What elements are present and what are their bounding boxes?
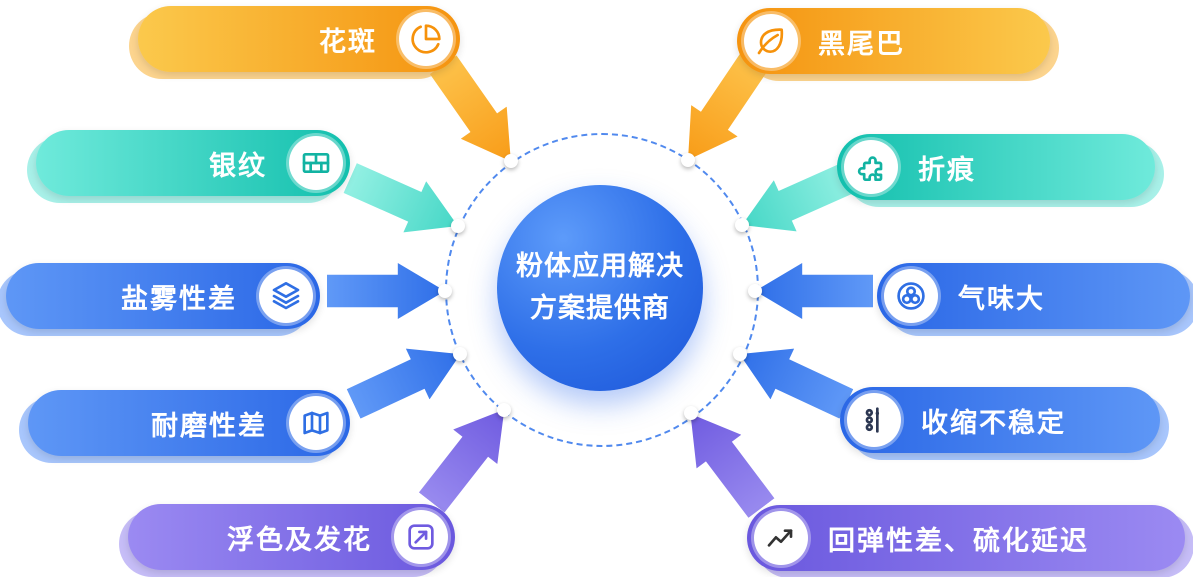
node-mottling: 花斑: [138, 6, 460, 72]
node-label: 耐磨性差: [151, 410, 267, 441]
connector-dot: [438, 284, 452, 298]
connector-dot: [497, 403, 511, 417]
trend-arrow-icon: [394, 510, 448, 564]
node-black-tail: 黑尾巴: [737, 8, 1050, 74]
layers-icon: [259, 269, 313, 323]
connector-dot: [684, 406, 698, 420]
connector-dot: [748, 284, 762, 298]
center-node: 粉体应用解决 方案提供商: [497, 185, 703, 391]
connector-dot: [451, 219, 465, 233]
node-label: 气味大: [958, 283, 1045, 314]
node-label: 花斑: [319, 26, 377, 57]
connector-dot: [504, 154, 518, 168]
connector-dot: [681, 153, 695, 167]
node-crease: 折痕: [837, 134, 1155, 200]
node-label: 黑尾巴: [818, 28, 905, 59]
dots-line-icon: [847, 393, 901, 447]
node-label: 折痕: [918, 154, 976, 185]
node-color-float: 浮色及发花: [128, 504, 455, 570]
connector-dot: [733, 347, 747, 361]
arrow-odor: [755, 263, 873, 319]
center-title-line2: 方案提供商: [530, 293, 670, 323]
node-shrinkage: 收缩不稳定: [840, 387, 1160, 453]
node-label: 银纹: [209, 150, 267, 181]
node-label: 收缩不稳定: [921, 407, 1066, 438]
arrow-silver-streak: [339, 152, 470, 251]
brick-wall-icon: [289, 136, 343, 190]
node-label: 盐雾性差: [121, 283, 237, 314]
connector-dot: [735, 218, 749, 232]
node-rebound: 回弹性差、硫化延迟: [747, 505, 1185, 571]
node-wear-resistance: 耐磨性差: [28, 390, 350, 456]
center-title-line1: 粉体应用解决: [516, 251, 684, 282]
puzzle-icon: [844, 140, 898, 194]
leaf-icon: [744, 14, 798, 68]
pie-chart-icon: [399, 12, 453, 66]
node-salt-spray: 盐雾性差: [6, 263, 320, 329]
map-icon: [289, 396, 343, 450]
node-silver-streak: 银纹: [36, 130, 350, 196]
node-label: 回弹性差、硫化延迟: [828, 525, 1089, 556]
arrow-wear-resistance: [342, 329, 473, 430]
molecule-icon: [884, 269, 938, 323]
connector-dot: [453, 347, 467, 361]
arrow-salt-spray: [327, 263, 445, 319]
node-label: 浮色及发花: [227, 524, 372, 555]
node-odor: 气味大: [877, 263, 1190, 329]
line-chart-icon: [754, 511, 808, 565]
